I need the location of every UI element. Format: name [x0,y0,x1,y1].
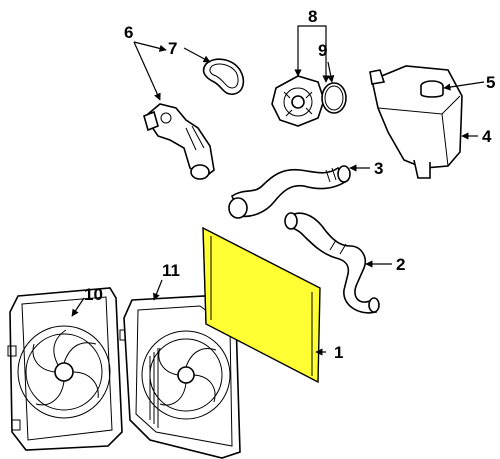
o-ring-9[interactable] [321,82,347,114]
tank-cap-5[interactable] [420,80,444,98]
callout-7: 7 [168,39,177,58]
water-pump-8[interactable] [271,75,325,127]
radiator-1[interactable] [202,226,321,384]
callout-2: 2 [396,255,405,274]
callout-6: 6 [124,23,133,42]
leader-lines [71,25,485,356]
callout-10: 10 [84,285,103,304]
expansion-tank-4[interactable] [369,65,463,179]
callout-4: 4 [482,127,492,146]
callout-1: 1 [334,343,343,362]
callout-8: 8 [308,7,317,26]
upper-hose-3[interactable] [228,165,351,219]
callout-9: 9 [318,41,327,60]
thermostat-6[interactable] [143,103,215,180]
callout-11: 11 [162,261,180,280]
gasket-7[interactable] [202,58,245,96]
callout-5: 5 [486,73,495,92]
fan-shroud-10[interactable] [7,287,129,451]
callout-3: 3 [374,159,383,178]
lower-hose-2[interactable] [284,212,380,314]
